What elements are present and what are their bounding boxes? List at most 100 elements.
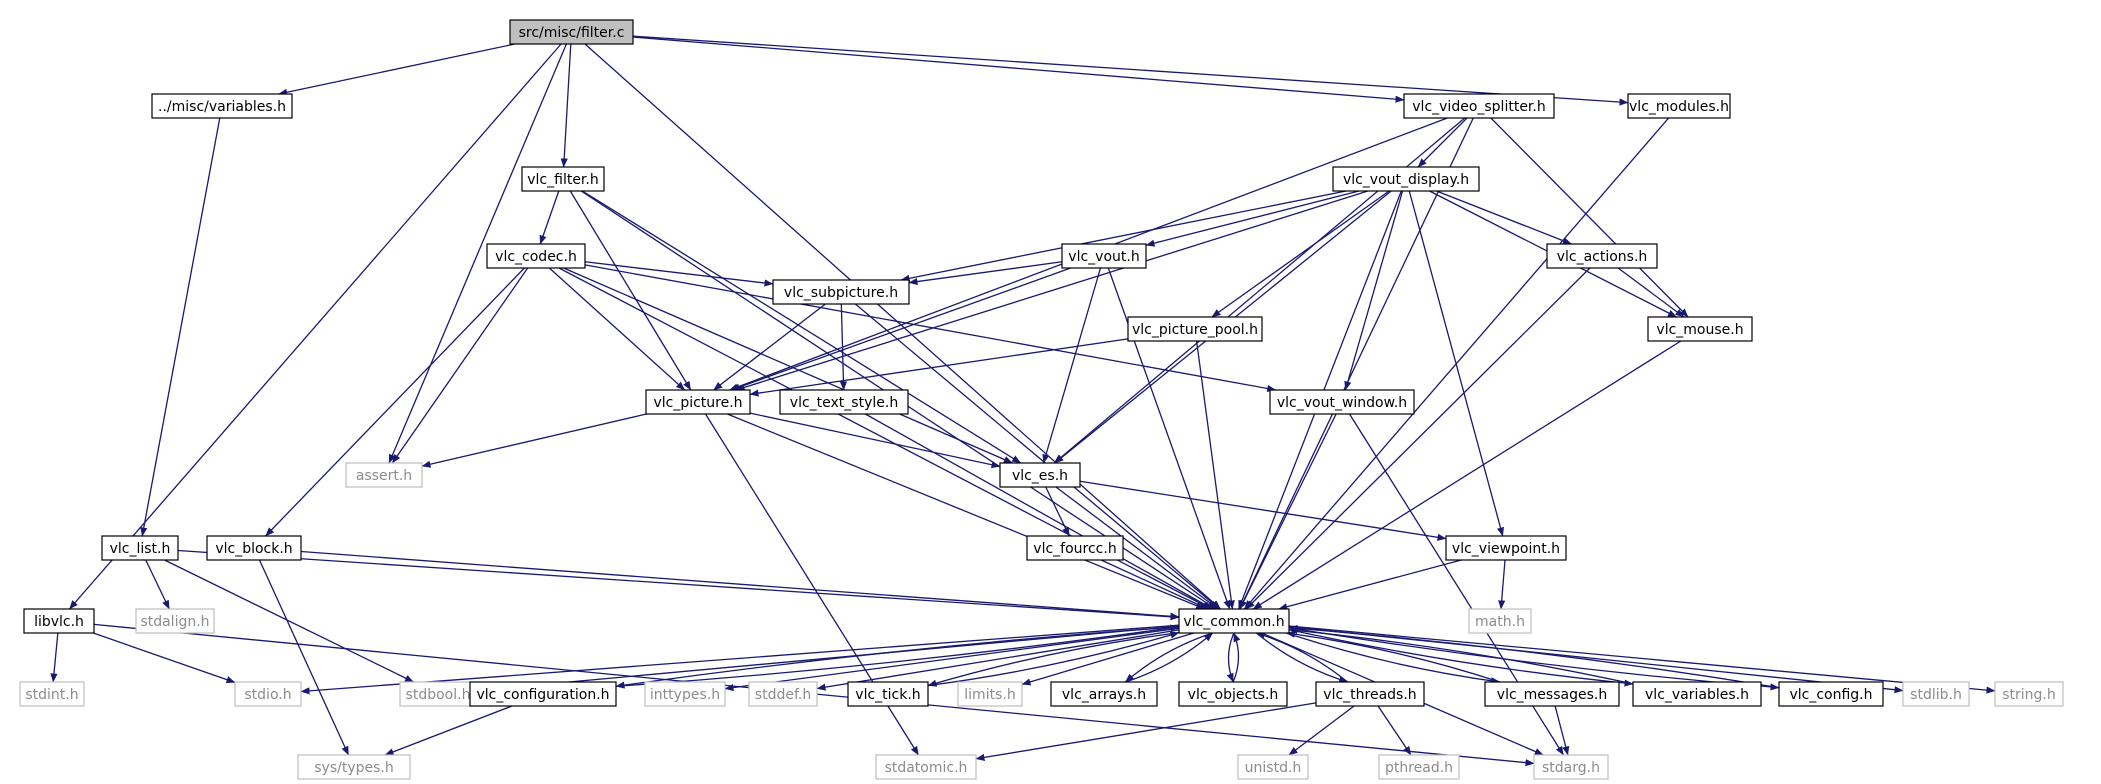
node-vlc-actions[interactable]: vlc_actions.h: [1546, 243, 1658, 269]
node-box[interactable]: [1468, 608, 1532, 634]
node-pthread[interactable]: pthread.h: [1378, 754, 1460, 780]
node-stddef[interactable]: stddef.h: [748, 681, 818, 707]
node-box[interactable]: [772, 279, 910, 305]
node-stdarg[interactable]: stdarg.h: [1533, 754, 1609, 780]
edge-vlc-list-to-vlc-common: [177, 549, 1180, 621]
node-box[interactable]: [1378, 754, 1460, 780]
node-box[interactable]: [847, 681, 929, 707]
node-stdalign[interactable]: stdalign.h: [135, 608, 215, 634]
node-box[interactable]: [297, 754, 411, 780]
node-vlc-es[interactable]: vlc_es.h: [999, 462, 1081, 488]
node-vlc-codec[interactable]: vlc_codec.h: [486, 243, 586, 269]
node-vlc-vout[interactable]: vlc_vout.h: [1061, 243, 1147, 269]
node-vlc-mouse[interactable]: vlc_mouse.h: [1647, 316, 1753, 342]
node-vlc-filter[interactable]: vlc_filter.h: [521, 166, 605, 192]
node-vlc-viewpoint[interactable]: vlc_viewpoint.h: [1445, 535, 1567, 561]
node-box[interactable]: [399, 681, 477, 707]
node-box[interactable]: [1994, 681, 2064, 707]
node-box[interactable]: [1237, 754, 1309, 780]
edge-vlc-picture-to-vlc-common: [727, 413, 1206, 610]
node-box[interactable]: [1902, 681, 1970, 707]
edge-vlc-vout-window-to-vlc-common: [1239, 413, 1337, 610]
node-vlc-tick[interactable]: vlc_tick.h: [847, 681, 929, 707]
node-box[interactable]: [1178, 608, 1290, 634]
node-vlc-list[interactable]: vlc_list.h: [101, 535, 179, 561]
node-box[interactable]: [999, 462, 1081, 488]
node-stdlib[interactable]: stdlib.h: [1902, 681, 1970, 707]
node-box[interactable]: [1026, 535, 1124, 561]
node-box[interactable]: [1178, 681, 1288, 707]
node-box[interactable]: [957, 681, 1023, 707]
node-box[interactable]: [748, 681, 818, 707]
node-box[interactable]: [135, 608, 215, 634]
node-stdbool[interactable]: stdbool.h: [399, 681, 477, 707]
node-box[interactable]: [1484, 681, 1620, 707]
node-box[interactable]: [1403, 93, 1555, 119]
node-box[interactable]: [206, 535, 302, 561]
node-vlc-modules[interactable]: vlc_modules.h: [1627, 93, 1731, 119]
node-box[interactable]: [1127, 316, 1263, 342]
node-math[interactable]: math.h: [1468, 608, 1532, 634]
node-box[interactable]: [486, 243, 586, 269]
node-box[interactable]: [234, 681, 302, 707]
node-stdio[interactable]: stdio.h: [234, 681, 302, 707]
node-box[interactable]: [23, 608, 95, 634]
edge-vlc-codec-to-vlc-block: [265, 267, 525, 537]
node-box[interactable]: [1315, 681, 1425, 707]
node-box[interactable]: [1778, 681, 1884, 707]
node-vlc-vout-window[interactable]: vlc_vout_window.h: [1269, 389, 1415, 415]
node-box[interactable]: [1546, 243, 1658, 269]
node-box[interactable]: [644, 681, 726, 707]
node-vlc-threads[interactable]: vlc_threads.h: [1315, 681, 1425, 707]
node-box[interactable]: [1332, 166, 1480, 192]
edge-vlc-common-to-vlc-configuration: [615, 626, 1180, 689]
node-filter-c[interactable]: src/misc/filter.c: [509, 19, 634, 45]
node-label: src/misc/filter.c: [519, 25, 625, 41]
node-box[interactable]: [1445, 535, 1567, 561]
node-vlc-config[interactable]: vlc_config.h: [1778, 681, 1884, 707]
node-vlc-text-style[interactable]: vlc_text_style.h: [779, 389, 909, 415]
node-stdatomic[interactable]: stdatomic.h: [875, 754, 977, 780]
node-box[interactable]: [509, 19, 634, 45]
node-limits[interactable]: limits.h: [957, 681, 1023, 707]
node-variables-misc[interactable]: ../misc/variables.h: [151, 93, 293, 119]
node-box[interactable]: [521, 166, 605, 192]
node-vlc-variables[interactable]: vlc_variables.h: [1632, 681, 1762, 707]
node-label: vlc_variables.h: [1645, 687, 1749, 703]
node-unistd[interactable]: unistd.h: [1237, 754, 1309, 780]
node-box[interactable]: [1533, 754, 1609, 780]
node-box[interactable]: [779, 389, 909, 415]
node-box[interactable]: [345, 462, 423, 488]
node-vlc-arrays[interactable]: vlc_arrays.h: [1050, 681, 1158, 707]
node-box[interactable]: [469, 681, 617, 707]
node-box[interactable]: [645, 389, 751, 415]
node-box[interactable]: [1050, 681, 1158, 707]
node-string[interactable]: string.h: [1994, 681, 2064, 707]
node-box[interactable]: [101, 535, 179, 561]
node-box[interactable]: [1632, 681, 1762, 707]
node-vlc-objects[interactable]: vlc_objects.h: [1178, 681, 1288, 707]
node-vlc-picture-pool[interactable]: vlc_picture_pool.h: [1127, 316, 1263, 342]
node-libvlc[interactable]: libvlc.h: [23, 608, 95, 634]
node-vlc-configuration[interactable]: vlc_configuration.h: [469, 681, 617, 707]
node-assert[interactable]: assert.h: [345, 462, 423, 488]
node-sys-types[interactable]: sys/types.h: [297, 754, 411, 780]
node-box[interactable]: [1647, 316, 1753, 342]
node-stdint[interactable]: stdint.h: [19, 681, 85, 707]
node-vlc-common[interactable]: vlc_common.h: [1178, 608, 1290, 634]
node-vlc-fourcc[interactable]: vlc_fourcc.h: [1026, 535, 1124, 561]
node-box[interactable]: [1627, 93, 1731, 119]
node-vlc-vout-display[interactable]: vlc_vout_display.h: [1332, 166, 1480, 192]
node-vlc-block[interactable]: vlc_block.h: [206, 535, 302, 561]
node-box[interactable]: [1269, 389, 1415, 415]
node-vlc-subpicture[interactable]: vlc_subpicture.h: [772, 279, 910, 305]
node-vlc-video-splitter[interactable]: vlc_video_splitter.h: [1403, 93, 1555, 119]
edge-filter-c-to-vlc-modules: [632, 35, 1629, 106]
node-vlc-picture[interactable]: vlc_picture.h: [645, 389, 751, 415]
node-box[interactable]: [875, 754, 977, 780]
node-inttypes[interactable]: inttypes.h: [644, 681, 726, 707]
node-vlc-messages[interactable]: vlc_messages.h: [1484, 681, 1620, 707]
node-box[interactable]: [1061, 243, 1147, 269]
node-box[interactable]: [19, 681, 85, 707]
node-box[interactable]: [151, 93, 293, 119]
